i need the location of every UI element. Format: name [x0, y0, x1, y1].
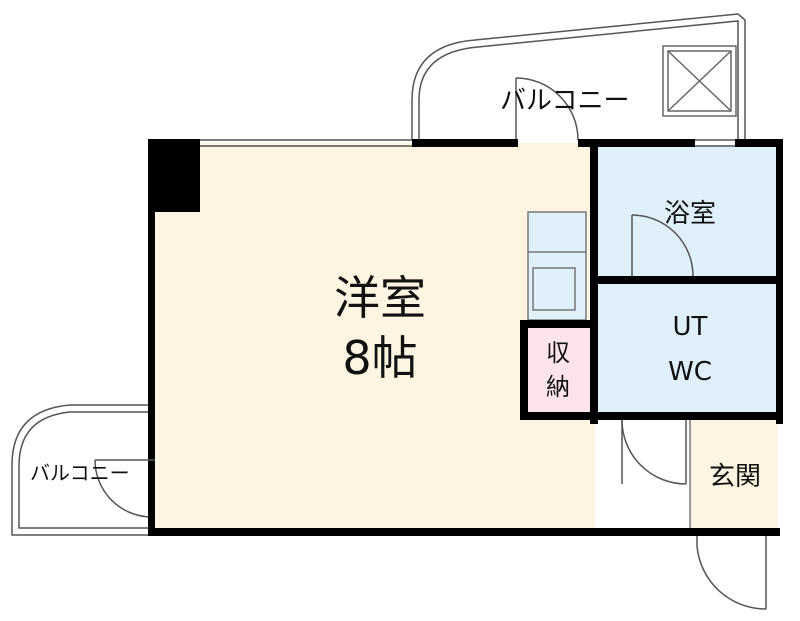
windows — [148, 139, 735, 461]
front-door-icon — [696, 536, 767, 610]
balcony-left-label: バルコニー — [30, 461, 130, 485]
utility-wc-label: WC — [668, 357, 712, 387]
bath-door-icon — [631, 214, 694, 277]
utility-ut-label: UT — [672, 312, 708, 342]
bath-fill — [598, 145, 778, 276]
storage-fill — [528, 328, 590, 413]
western-room-size: 8帖 — [342, 331, 418, 385]
balcony-top-label: バルコニー — [500, 86, 630, 116]
balcony-door-top-icon — [515, 77, 579, 141]
kitchen-fill — [528, 212, 586, 320]
utility-door-icon — [621, 419, 687, 485]
top-balcony — [411, 13, 746, 140]
skylight-icon — [662, 45, 737, 117]
storage-label: 収 納 — [546, 339, 570, 401]
walls — [148, 139, 783, 536]
western-room-name: 洋室 — [334, 271, 426, 325]
entrance-fill — [690, 420, 778, 528]
kitchen-counter-icon — [527, 211, 587, 321]
balcony-door-left-icon — [94, 459, 153, 518]
entrance-label: 玄関 — [708, 462, 761, 492]
bath-label: 浴室 — [663, 199, 716, 229]
left-balcony — [11, 404, 152, 536]
utility-fill — [598, 284, 778, 412]
